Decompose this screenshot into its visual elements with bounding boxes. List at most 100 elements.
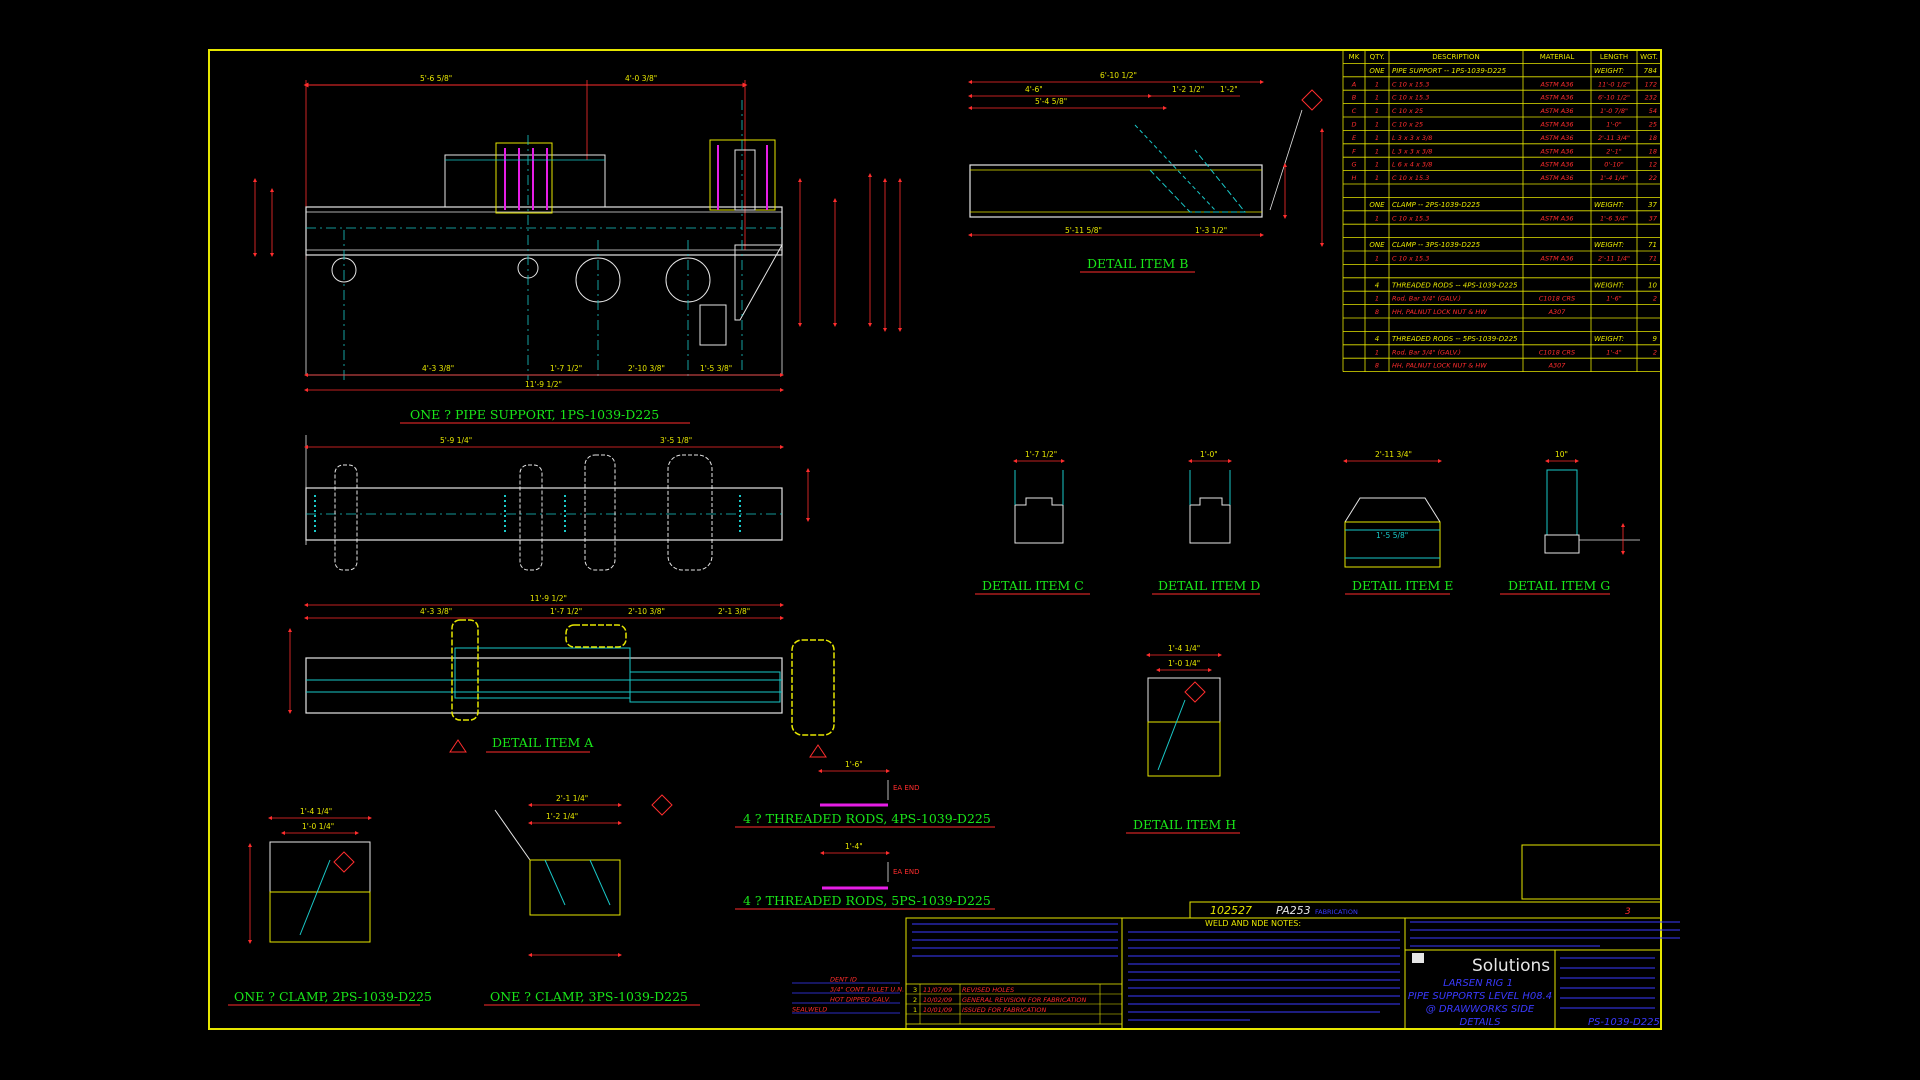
dim-c-w: 1'-7 1/2" bbox=[1025, 450, 1057, 459]
dim-b-bottom: 5'-11 5/8" bbox=[1065, 226, 1102, 235]
bom-cell: C bbox=[1352, 107, 1357, 115]
bom-cell: H bbox=[1352, 174, 1357, 182]
bom-cell: ASTM A36 bbox=[1540, 255, 1574, 263]
bom-cell: Rod, Bar 3/4" (GALV.) bbox=[1392, 348, 1461, 356]
title-detail-d: DETAIL ITEM D bbox=[1158, 578, 1260, 593]
dim-c3-in: 1'-2 1/4" bbox=[546, 812, 578, 821]
title-rods-5: 4 ? THREADED RODS, 5PS-1039-D225 bbox=[743, 893, 991, 908]
threaded-rods-4: 1'-6" EA END 4 ? THREADED RODS, 4PS-1039… bbox=[735, 760, 995, 828]
bom-cell: C 10 x 15.3 bbox=[1392, 214, 1429, 222]
bom-header: MATERIAL bbox=[1540, 53, 1575, 61]
title-clamp-2: ONE ? CLAMP, 2PS-1039-D225 bbox=[234, 989, 432, 1004]
dim-h-w: 1'-4 1/4" bbox=[1168, 644, 1200, 653]
bom-cell: 1'-6" bbox=[1606, 295, 1621, 303]
dim-e-in: 1'-5 5/8" bbox=[1376, 531, 1408, 540]
bom-cell: A307 bbox=[1548, 308, 1567, 316]
title-detail-b: DETAIL ITEM B bbox=[1087, 256, 1188, 271]
bom-group-weight-label: WEIGHT: bbox=[1594, 201, 1624, 209]
bom-cell: 25 bbox=[1649, 121, 1657, 129]
bom-cell: C 10 x 15.3 bbox=[1392, 94, 1429, 102]
bom-cell: A bbox=[1351, 80, 1356, 88]
dim-top-right: 4'-0 3/8" bbox=[625, 74, 657, 83]
bom-cell: HH, PALNUT LOCK NUT & HW bbox=[1392, 362, 1487, 370]
bom-group-weight-label: WEIGHT: bbox=[1594, 241, 1624, 249]
bom-cell: 1 bbox=[1375, 174, 1379, 182]
bom-cell: ASTM A36 bbox=[1540, 80, 1574, 88]
dim-b-overall: 6'-10 1/2" bbox=[1100, 71, 1137, 80]
bom-cell: 0'-10" bbox=[1604, 161, 1624, 169]
bom-cell: 18 bbox=[1649, 134, 1657, 142]
bom-cell: ASTM A36 bbox=[1540, 134, 1574, 142]
bom-cell: 1 bbox=[1375, 161, 1379, 169]
bom-cell: L 3 x 3 x 3/8 bbox=[1392, 147, 1432, 155]
bom-cell: ASTM A36 bbox=[1540, 147, 1574, 155]
pipe-support-elevation: 5'-6 5/8" 4'-0 3/8" bbox=[253, 74, 902, 424]
bom-cell: ASTM A36 bbox=[1540, 161, 1574, 169]
bom-group-weight: 71 bbox=[1648, 241, 1657, 249]
rev-number: 3 bbox=[1625, 907, 1631, 917]
bom-cell: 11'-0 1/2" bbox=[1598, 80, 1630, 88]
dim-c3-w: 2'-1 1/4" bbox=[556, 794, 588, 803]
dim-c2-w: 1'-4 1/4" bbox=[300, 807, 332, 816]
revision-number: 2 bbox=[913, 996, 917, 1004]
detail-d: 1'-0" DETAIL ITEM D bbox=[1152, 450, 1260, 595]
title-line3: @ DRAWWORKS SIDE bbox=[1426, 1004, 1535, 1015]
title-detail-g: DETAIL ITEM G bbox=[1508, 578, 1610, 593]
dim-d-w: 1'-0" bbox=[1200, 450, 1218, 459]
dim-da-a: 4'-3 3/8" bbox=[420, 607, 452, 616]
bom-header: LENGTH bbox=[1600, 53, 1628, 61]
bom-cell: 2'-1" bbox=[1606, 147, 1621, 155]
dim-da-c: 2'-10 3/8" bbox=[628, 607, 665, 616]
bom-cell: 232 bbox=[1645, 94, 1657, 102]
weld-legend-item: DENT ID bbox=[830, 976, 857, 984]
bom-cell: ASTM A36 bbox=[1540, 107, 1574, 115]
bom-cell: C 10 x 15.3 bbox=[1392, 174, 1429, 182]
detail-c: 1'-7 1/2" DETAIL ITEM C bbox=[975, 450, 1090, 595]
dim-rod-len2: 1'-4" bbox=[845, 842, 863, 851]
weld-notes-heading: WELD AND NDE NOTES: bbox=[1205, 919, 1301, 928]
bom-cell: L 3 x 3 x 3/8 bbox=[1392, 134, 1432, 142]
bom-group-title: PIPE SUPPORT -- 1PS-1039-D225 bbox=[1392, 67, 1507, 75]
revision-description: GENERAL REVISION FOR FABRICATION bbox=[962, 996, 1086, 1004]
dwg-code: PA253 bbox=[1276, 904, 1311, 917]
bom-cell: E bbox=[1352, 134, 1357, 142]
bom-group-weight: 9 bbox=[1653, 335, 1658, 343]
title-block: 102527 PA253 FABRICATION 3 WELD AND NDE … bbox=[792, 844, 1680, 1030]
dim-rod-len: 1'-6" bbox=[845, 760, 863, 769]
title-detail-a: DETAIL ITEM A bbox=[492, 735, 594, 750]
bom-cell: C 10 x 15.3 bbox=[1392, 255, 1429, 263]
bom-cell: 6'-10 1/2" bbox=[1598, 94, 1630, 102]
clamp-2: 1'-4 1/4" 1'-0 1/4" ONE ? CLAMP, 2PS-103… bbox=[228, 807, 432, 1006]
bom-cell: D bbox=[1351, 121, 1356, 129]
threaded-rods-5: 1'-4" EA END 4 ? THREADED RODS, 5PS-1039… bbox=[735, 842, 995, 910]
bom-cell: 12 bbox=[1649, 161, 1657, 169]
bom-cell: C 10 x 15.3 bbox=[1392, 80, 1429, 88]
detail-g: 10" DETAIL ITEM G bbox=[1500, 450, 1640, 595]
dim-b-b: 5'-4 5/8" bbox=[1035, 97, 1067, 106]
revision-description: ISSUED FOR FABRICATION bbox=[962, 1006, 1047, 1014]
bom-cell: 37 bbox=[1649, 214, 1658, 222]
bom-cell: 1 bbox=[1375, 255, 1379, 263]
bom-cell: 1 bbox=[1375, 94, 1379, 102]
bom-cell: 1 bbox=[1375, 295, 1379, 303]
dim-b-bottom2: 1'-3 1/2" bbox=[1195, 226, 1227, 235]
title-line4: DETAILS bbox=[1460, 1017, 1502, 1028]
detail-h: 1'-4 1/4" 1'-0 1/4" DETAIL ITEM H bbox=[1126, 644, 1240, 834]
company-name: Solutions bbox=[1472, 956, 1550, 976]
dim-b-c: 1'-2 1/2" bbox=[1172, 85, 1204, 94]
bom-cell: 8 bbox=[1375, 308, 1379, 316]
bom-cell: F bbox=[1352, 147, 1356, 155]
bom-group-weight: 37 bbox=[1648, 201, 1657, 209]
dim-da-overall: 11'-9 1/2" bbox=[530, 594, 567, 603]
dim-b-d: 1'-2" bbox=[1220, 85, 1238, 94]
bom-group-title: THREADED RODS -- 5PS-1039-D225 bbox=[1392, 335, 1518, 343]
bom-group-title: CLAMP -- 3PS-1039-D225 bbox=[1392, 241, 1481, 249]
dim-mid-b: 1'-7 1/2" bbox=[550, 364, 582, 373]
bom-cell: 1 bbox=[1375, 214, 1379, 222]
bom-cell: Rod, Bar 3/4" (GALV.) bbox=[1392, 295, 1461, 303]
bom-cell: ASTM A36 bbox=[1540, 94, 1574, 102]
title-line2: PIPE SUPPORTS LEVEL H08.4 bbox=[1408, 991, 1552, 1002]
bom-header: QTY. bbox=[1370, 53, 1385, 61]
